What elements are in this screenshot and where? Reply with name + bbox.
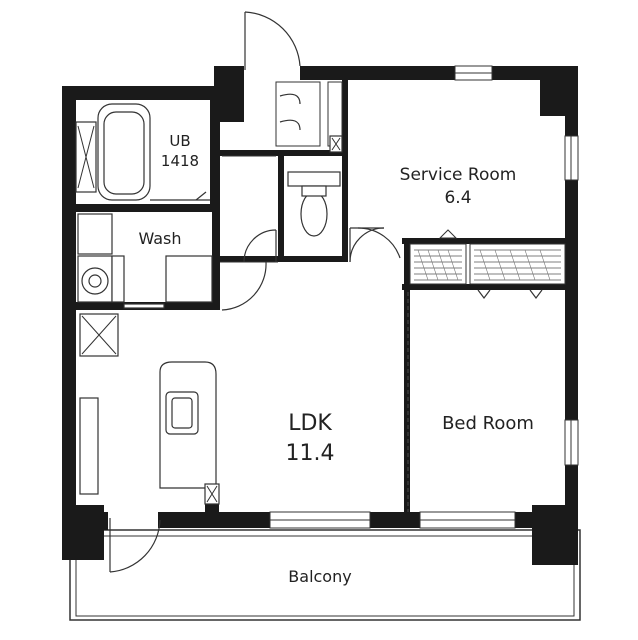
ub-size-label: 1418 xyxy=(161,152,199,170)
wash-label: Wash xyxy=(138,229,181,248)
windows xyxy=(269,65,579,529)
entrance-fixtures xyxy=(222,81,343,157)
bathtub xyxy=(75,103,210,201)
ub-name-label: UB xyxy=(169,132,190,150)
balcony-label: Balcony xyxy=(288,567,351,586)
outer-walls xyxy=(62,66,578,565)
entrance-door xyxy=(244,11,301,70)
door-swings xyxy=(109,227,409,573)
wash-fixtures xyxy=(77,213,213,309)
balcony-area xyxy=(69,529,581,621)
service-room-size-label: 6.4 xyxy=(444,188,471,208)
bed-room-label: Bed Room xyxy=(442,413,534,434)
service-room-name-label: Service Room xyxy=(400,165,517,185)
closets xyxy=(409,229,566,299)
kitchen xyxy=(79,313,220,505)
toilet xyxy=(287,171,341,237)
ldk-name-label: LDK xyxy=(288,411,332,436)
ldk-size-label: 11.4 xyxy=(286,441,335,466)
